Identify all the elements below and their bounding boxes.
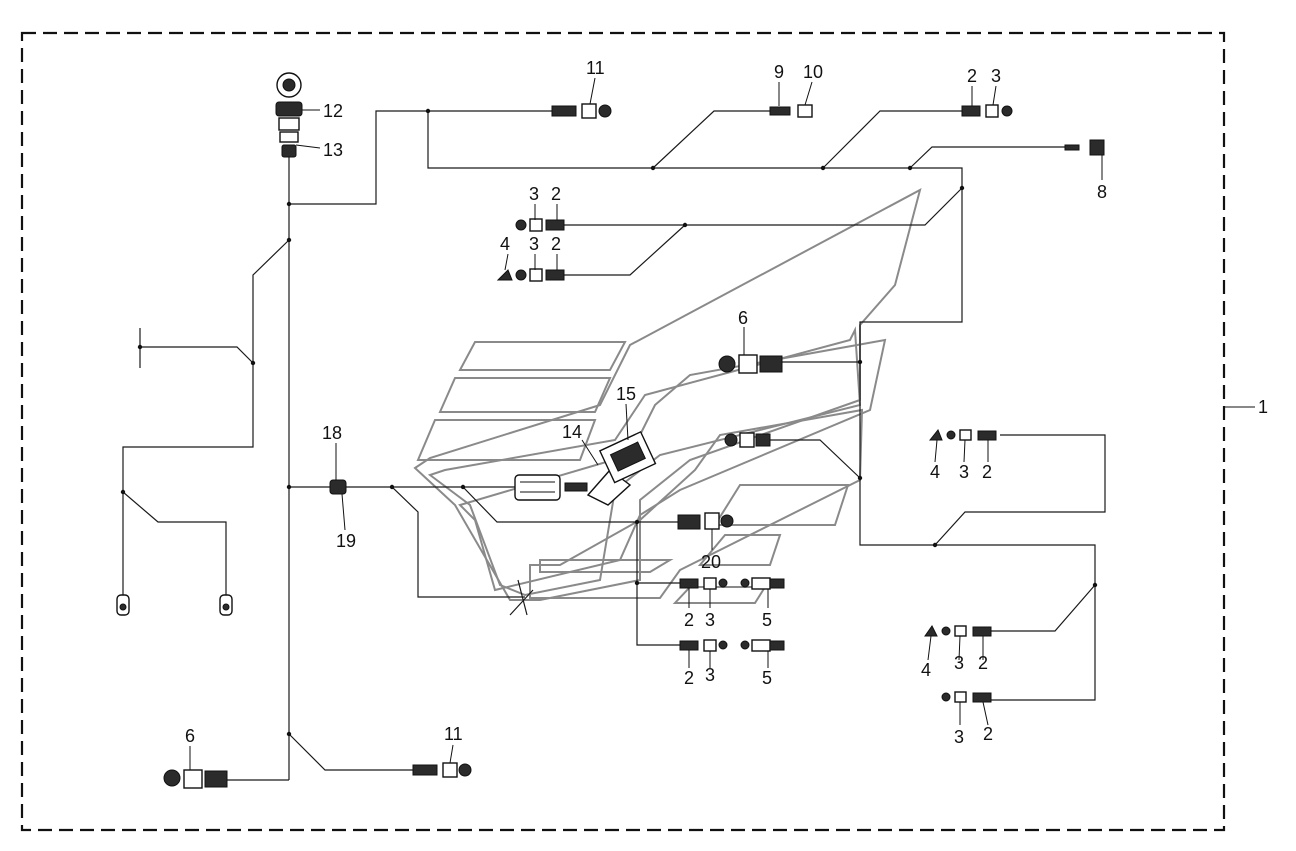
callout-18: 18 (322, 423, 342, 443)
callout-3-top-right: 3 (991, 66, 1001, 86)
callout-2-row1: 2 (684, 610, 694, 630)
callout-1: 1 (1258, 397, 1268, 417)
callout-12: 12 (323, 101, 343, 121)
ecu-icon (514, 430, 657, 506)
callout-3-bottom-right: 3 (954, 727, 964, 747)
callout-2-right-lower: 2 (978, 653, 988, 673)
callout-13: 13 (323, 140, 343, 160)
callout-5-row1: 5 (762, 610, 772, 630)
callout-11-bottom: 11 (444, 724, 463, 744)
callout-4-right-lower: 4 (921, 660, 931, 680)
callout-4-mid: 4 (500, 234, 510, 254)
callout-2-bottom-right: 2 (983, 724, 993, 744)
callout-15: 15 (616, 384, 636, 404)
callout-11-top: 11 (586, 58, 605, 78)
callout-14: 14 (562, 422, 582, 442)
callout-2-top-right: 2 (967, 66, 977, 86)
connector-icon (163, 103, 1105, 789)
vehicle-body-outline (413, 188, 922, 604)
callout-2-row2: 2 (684, 668, 694, 688)
callout-20: 20 (701, 552, 721, 572)
callout-3-right-upper: 3 (959, 462, 969, 482)
callout-2-mid-2: 2 (551, 234, 561, 254)
callout-3-mid: 3 (529, 184, 539, 204)
callout-10: 10 (803, 62, 823, 82)
harness-wires (122, 110, 1106, 781)
callout-3-mid-2: 3 (529, 234, 539, 254)
callout-3-row2: 3 (705, 665, 715, 685)
leader-lines (189, 77, 1255, 770)
diagnostic-connector-icon (275, 72, 303, 158)
callout-4-right-upper: 4 (930, 462, 940, 482)
callout-6-bottom-left: 6 (185, 726, 195, 746)
callout-3-row1: 3 (705, 610, 715, 630)
callout-labels: 11 9 10 2 3 8 12 13 3 2 4 3 2 6 15 14 18… (185, 58, 1268, 747)
ring-terminal-icon (116, 594, 233, 616)
callout-8: 8 (1097, 182, 1107, 202)
callout-2-mid: 2 (551, 184, 561, 204)
callout-6-right: 6 (738, 308, 748, 328)
callout-2-right-upper: 2 (982, 462, 992, 482)
callout-19: 19 (336, 531, 356, 551)
callout-5-row2: 5 (762, 668, 772, 688)
callout-3-right-lower: 3 (954, 653, 964, 673)
assembly-frame (20, 31, 1226, 832)
junction-dots (120, 108, 1098, 737)
callout-9: 9 (774, 62, 784, 82)
